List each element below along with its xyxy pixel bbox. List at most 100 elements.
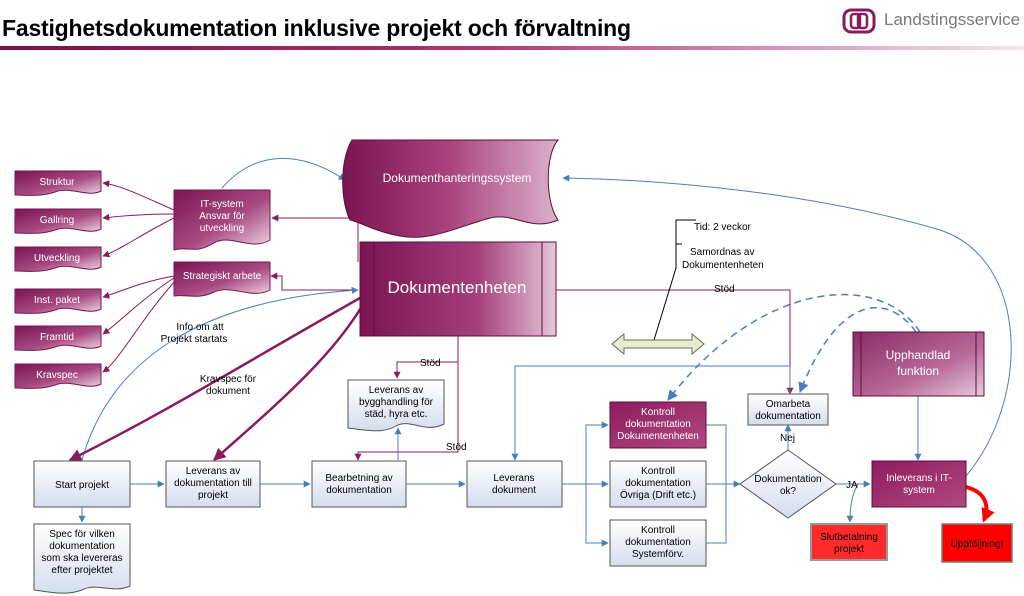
logo-text: Landstingsservice xyxy=(884,10,1021,29)
kontroll2-line-1: Kontroll xyxy=(641,466,675,477)
arrow-inleverans-to-uppfoljning xyxy=(965,485,995,523)
arrow-inleverans-to-dms xyxy=(562,174,1012,477)
upphandlad-box: Upphandlad funktion xyxy=(852,331,985,397)
bearbetning-box: Bearbetning av dokumentation xyxy=(311,460,407,508)
omarbeta-line-1: Omarbeta xyxy=(766,399,811,410)
left-item-framtid: Framtid xyxy=(14,325,102,351)
connectors xyxy=(68,157,1012,547)
samordnas-line-1: Samordnas av xyxy=(690,247,754,258)
lev-line-1: Leverans xyxy=(493,473,534,484)
left-item-inst-paket: Inst. paket xyxy=(14,288,102,314)
arrow-kontroll3-to-decision xyxy=(706,484,727,544)
arrow-strat-to-framtid xyxy=(102,277,175,335)
kontroll1-line-3: Dokumentenheten xyxy=(617,431,699,442)
omarbeta-line-2: dokumentation xyxy=(755,411,821,422)
arrow-kontroll-to-decision xyxy=(706,424,741,488)
kontroll-systemforv-box: Kontroll dokumentation Systemförv. xyxy=(609,519,707,567)
arrow-dok-to-levdok xyxy=(213,305,364,461)
lev-line-2: dokument xyxy=(492,485,536,496)
leverans-dokument-box: Leverans dokument xyxy=(466,460,563,508)
inleverans-line-2: system xyxy=(903,485,935,496)
spec-line-1: Spec för vilken xyxy=(49,529,115,540)
spec-line-2: dokumentation xyxy=(49,541,115,552)
kontroll2-line-3: Övriga (Drift etc.) xyxy=(620,489,696,501)
arrow-it-to-gallring xyxy=(102,213,175,221)
stod-label-2: Stöd xyxy=(446,442,467,453)
info-note-line-1: Info om att xyxy=(176,322,223,333)
strategiskt-box: Strategiskt arbete xyxy=(173,261,271,297)
arrow-decision-to-slut xyxy=(846,483,859,523)
levdok-line-3: projekt xyxy=(198,490,228,501)
process-boxes: Start projekt Leverans av dokumentation … xyxy=(33,460,563,594)
kravspec-note-line-2: dokument xyxy=(206,386,250,397)
levdok-line-2: dokumentation till xyxy=(174,478,252,489)
left-item-label: Struktur xyxy=(39,177,75,188)
left-item-struktur: Struktur xyxy=(14,170,102,196)
title-underline xyxy=(0,46,1024,50)
bygg-line-1: Leverans av xyxy=(369,385,423,396)
omarbeta-box: Omarbeta dokumentation xyxy=(747,393,829,426)
uppfoljning-box: Uppföljning! xyxy=(941,523,1013,563)
arrow-dok-to-start xyxy=(68,296,361,462)
stod-label-1: Stöd xyxy=(420,358,441,369)
spec-line-4: efter projektet xyxy=(51,565,112,576)
left-item-kravspec: Kravspec xyxy=(14,363,102,389)
left-item-label: Gallring xyxy=(40,215,74,226)
arrow-lev-to-kontroll xyxy=(562,421,609,485)
kontroll3-line-3: Systemförv. xyxy=(632,549,684,560)
it-system-box: IT-system Ansvar för utveckling xyxy=(173,189,271,251)
left-item-label: Utveckling xyxy=(34,253,80,264)
ja-label: JA xyxy=(846,480,858,491)
spec-line-3: som ska levereras xyxy=(41,553,122,564)
decision-line-2: ok? xyxy=(780,486,797,497)
arrow-stod-bygg xyxy=(393,336,459,379)
samordnas-line-2: Dokumentenheten xyxy=(682,260,764,271)
kontroll1-line-2: dokumentation xyxy=(625,419,691,430)
dokumentenheten-label: Dokumentenheten xyxy=(388,278,527,297)
arrow-lev-to-kontroll3 xyxy=(585,484,609,547)
spec-box: Spec för vilken dokumentation som ska le… xyxy=(33,523,131,594)
arrow-strat-to-kravspec xyxy=(102,279,177,373)
arrow-dok-to-it xyxy=(271,214,359,262)
bygg-line-2: bygghandling för xyxy=(359,397,434,408)
kontroll-ovriga-box: Kontroll dokumentation Övriga (Drift etc… xyxy=(609,460,707,508)
kontroll1-line-1: Kontroll xyxy=(641,407,675,418)
kontroll-dokumentenheten-box: Kontroll dokumentation Dokumentenheten xyxy=(609,401,707,449)
inleverans-line-1: Inleverans i IT- xyxy=(886,473,952,484)
slut-line-2: projekt xyxy=(834,544,864,555)
stod-label-3: Stöd xyxy=(714,284,735,295)
levdok-line-1: Leverans av xyxy=(186,466,240,477)
bearb-line-2: dokumentation xyxy=(326,485,392,496)
bygg-line-3: städ, hyra etc. xyxy=(365,409,428,420)
kontroll-boxes: Kontroll dokumentation Dokumentenheten K… xyxy=(609,401,707,567)
it-system-line-2: Ansvar för xyxy=(199,211,245,222)
arrow-stod-bearb xyxy=(354,362,459,461)
arrow-strat-to-inst xyxy=(102,275,175,299)
left-item-label: Framtid xyxy=(40,332,74,343)
arrow-it-to-struktur xyxy=(102,180,175,211)
logo: Landstingsservice xyxy=(842,6,1022,36)
double-arrow-icon xyxy=(611,332,705,356)
uppfoljning-label: Uppföljning! xyxy=(951,539,1004,550)
dokumentenheten-box: Dokumentenheten xyxy=(359,241,557,337)
dms-label: Dokumenthanteringssystem xyxy=(383,171,532,185)
decision-diamond: Dokumentation ok? xyxy=(739,449,837,519)
info-note-line-2: Projekt startats xyxy=(161,334,228,345)
notes: Info om att Projekt startats Kravspec fö… xyxy=(161,222,858,491)
decision-line-1: Dokumentation xyxy=(754,474,821,485)
dms-box: Dokumenthanteringssystem xyxy=(342,139,560,238)
arrow-it-to-dms xyxy=(221,157,346,189)
start-label: Start projekt xyxy=(55,480,109,491)
kontroll2-line-2: dokumentation xyxy=(625,478,691,489)
inleverans-box: Inleverans i IT- system xyxy=(871,460,967,508)
bearb-line-1: Bearbetning av xyxy=(325,473,392,484)
left-item-label: Inst. paket xyxy=(34,295,80,306)
landstingsservice-logo-icon xyxy=(842,8,876,34)
start-projekt-box: Start projekt xyxy=(33,460,131,508)
arrow-dok-to-strat xyxy=(270,272,358,291)
arrow-it-to-utveckling xyxy=(102,217,175,258)
slut-line-1: Slutbetalning xyxy=(820,532,878,543)
arrow-omarbeta-to-lev xyxy=(511,365,791,461)
dashed-upp-to-omarbeta xyxy=(798,307,917,393)
